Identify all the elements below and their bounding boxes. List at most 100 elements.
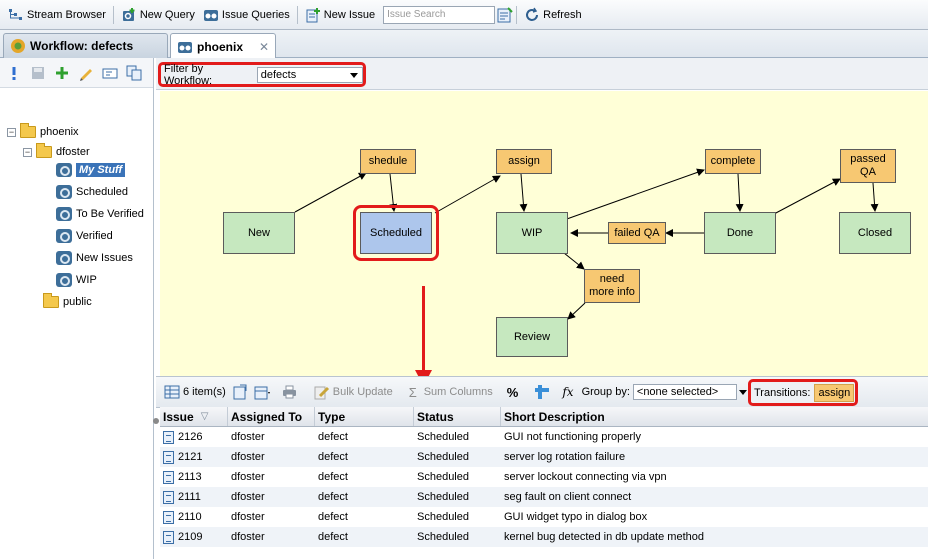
tree-query-wip[interactable]: WIP (56, 270, 97, 290)
transition-failed-qa[interactable]: failed QA (608, 222, 666, 244)
splitter-handle[interactable] (153, 418, 159, 424)
tree-collapse-icon[interactable]: − (7, 128, 16, 137)
new-issue-icon (305, 7, 321, 23)
copy-icon[interactable] (126, 65, 142, 81)
tree-query-verified[interactable]: Verified (56, 226, 113, 246)
folder-icon (43, 296, 59, 308)
issue-icon (163, 471, 174, 484)
tree-label: public (63, 296, 92, 308)
tree-toolbar (0, 58, 153, 88)
stream-browser-icon (8, 7, 24, 23)
export-icon[interactable] (232, 384, 248, 400)
grid-header: Issue▽ Assigned To Type Status Short Des… (160, 407, 928, 427)
sum-columns-label: Sum Columns (424, 386, 493, 398)
stream-browser-button[interactable]: Stream Browser (4, 4, 110, 26)
column-header-short-description[interactable]: Short Description (501, 407, 928, 426)
tree-collapse-icon[interactable]: − (23, 148, 32, 157)
alert-icon[interactable] (6, 65, 22, 81)
transition-assign-button[interactable]: assign (814, 384, 854, 402)
state-wip[interactable]: WIP (496, 212, 568, 254)
tree-query-my-stuff[interactable]: My Stuff (56, 160, 125, 180)
table-row[interactable]: 2113 dfoster defect Scheduled server loc… (160, 467, 928, 487)
tree-label: phoenix (40, 126, 79, 138)
tree-node-public[interactable]: public (43, 292, 92, 312)
tab-workflow-label: Workflow: defects (30, 39, 133, 53)
layout-icon[interactable] (254, 384, 270, 400)
refresh-label: Refresh (543, 9, 582, 21)
assigned-cell: dfoster (228, 491, 315, 503)
status-cell: Scheduled (414, 531, 501, 543)
tree-node-dfoster[interactable]: − dfoster (23, 142, 90, 162)
tree-query-scheduled[interactable]: Scheduled (56, 182, 128, 202)
new-query-label: New Query (140, 9, 195, 21)
column-header-status[interactable]: Status (414, 407, 501, 426)
tab-phoenix[interactable]: phoenix ✕ (170, 33, 276, 59)
issue-queries-button[interactable]: Issue Queries (199, 4, 294, 26)
issue-icon (163, 431, 174, 444)
column-header-assigned-to[interactable]: Assigned To (228, 407, 315, 426)
bulk-update-button[interactable]: Bulk Update (314, 384, 393, 400)
tree-label: My Stuff (76, 163, 125, 177)
description-cell: server lockout connecting via vpn (501, 471, 928, 483)
tab-phoenix-label: phoenix (197, 40, 243, 54)
state-closed[interactable]: Closed (839, 212, 911, 254)
tree-query-new-issues[interactable]: New Issues (56, 248, 133, 268)
transition-assign[interactable]: assign (496, 149, 552, 174)
issue-icon (163, 451, 174, 464)
new-issue-button[interactable]: New Issue (301, 4, 379, 26)
toolbar-separator (113, 6, 114, 24)
sum-columns-button[interactable]: Σ Sum Columns (405, 385, 493, 400)
rename-icon[interactable] (102, 65, 118, 81)
search-go-icon[interactable] (497, 7, 513, 23)
group-by-select[interactable]: <none selected> (633, 384, 737, 400)
group-by-label: Group by: (582, 386, 630, 398)
tab-strip: Workflow: defects phoenix ✕ (0, 30, 928, 58)
column-header-issue[interactable]: Issue▽ (160, 407, 228, 426)
print-icon[interactable] (282, 384, 298, 400)
new-query-button[interactable]: New Query (117, 4, 199, 26)
column-header-label: Issue (163, 410, 194, 424)
state-done[interactable]: Done (704, 212, 776, 254)
type-cell: defect (315, 451, 414, 463)
group-by: Group by: <none selected> (582, 384, 737, 400)
tree-label: New Issues (76, 252, 133, 264)
state-review[interactable]: Review (496, 317, 568, 357)
query-icon (56, 229, 72, 243)
issue-number: 2121 (178, 451, 202, 463)
table-row[interactable]: 2110 dfoster defect Scheduled GUI widget… (160, 507, 928, 527)
tab-workflow-defects[interactable]: Workflow: defects (3, 33, 168, 58)
sigma-icon: Σ (405, 385, 421, 400)
assigned-cell: dfoster (228, 431, 315, 443)
add-column-icon[interactable] (534, 384, 550, 400)
table-row[interactable]: 2121 dfoster defect Scheduled server log… (160, 447, 928, 467)
formula-button[interactable]: fx (562, 385, 573, 399)
table-row[interactable]: 2109 dfoster defect Scheduled kernel bug… (160, 527, 928, 547)
percent-button[interactable]: % (507, 385, 519, 400)
type-cell: defect (315, 471, 414, 483)
add-icon[interactable] (54, 65, 70, 81)
assigned-cell: dfoster (228, 531, 315, 543)
refresh-button[interactable]: Refresh (520, 4, 586, 26)
tree-query-to-be-verified[interactable]: To Be Verified (56, 204, 144, 224)
table-row[interactable]: 2126 dfoster defect Scheduled GUI not fu… (160, 427, 928, 447)
tree-node-phoenix[interactable]: − phoenix (7, 122, 79, 142)
save-icon[interactable] (30, 65, 46, 81)
transition-shedule[interactable]: shedule (360, 149, 416, 174)
table-row[interactable]: 2111 dfoster defect Scheduled seg fault … (160, 487, 928, 507)
transitions-label: Transitions: (754, 387, 810, 399)
main-toolbar: Stream Browser New Query Issue Queries N… (0, 0, 928, 30)
state-new[interactable]: New (223, 212, 295, 254)
transition-complete[interactable]: complete (705, 149, 761, 174)
query-icon (56, 163, 72, 177)
workflow-filter-select[interactable]: defects (257, 67, 363, 83)
column-header-type[interactable]: Type (315, 407, 414, 426)
binoculars-icon (203, 7, 219, 23)
edit-icon[interactable] (78, 65, 94, 81)
stream-browser-label: Stream Browser (27, 9, 106, 21)
transition-passed-qa[interactable]: passed QA (840, 149, 896, 183)
transition-need-more-info[interactable]: need more info (584, 269, 640, 303)
tab-close-icon[interactable]: ✕ (259, 40, 269, 54)
description-cell: kernel bug detected in db update method (501, 531, 928, 543)
issue-search-input[interactable]: Issue Search (383, 6, 495, 24)
issue-number: 2113 (178, 471, 202, 483)
